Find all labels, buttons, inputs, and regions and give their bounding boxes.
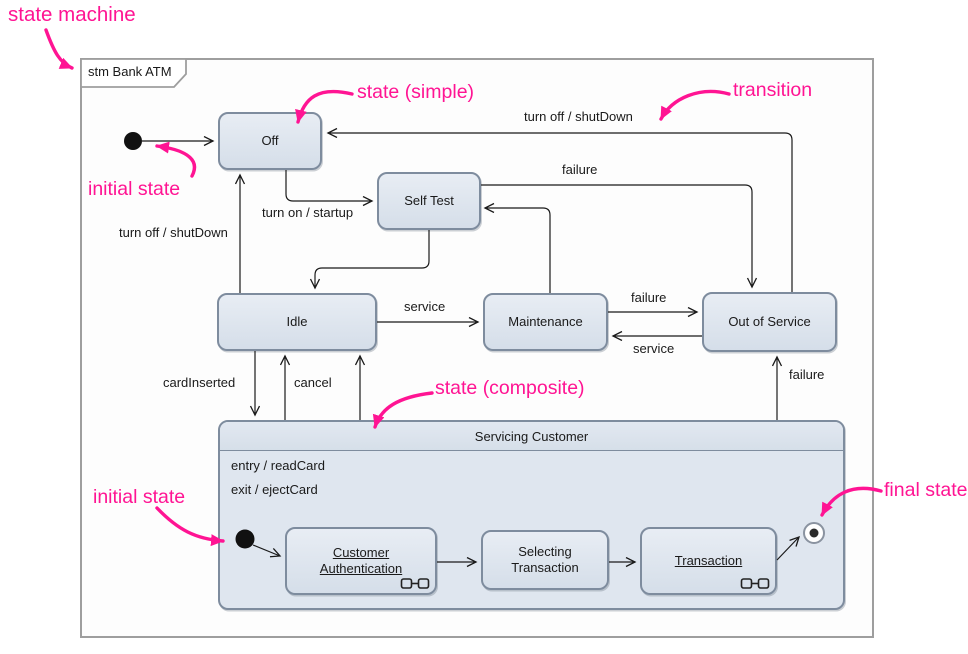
exit-action: exit / ejectCard [231,482,318,497]
annotation-state-composite: state (composite) [435,377,585,399]
state-out-of-service: Out of Service [702,292,837,352]
transition-label-failure-servicing: failure [789,367,825,382]
state-self-test-label: Self Test [404,192,454,208]
annotation-initial-state-inner: initial state [93,486,186,508]
state-selecting-transaction-label: Selecting Transaction [511,543,579,575]
submachine-icon [400,578,430,589]
state-idle-label: Idle [286,313,308,329]
transition-label-cancel: cancel [294,375,332,390]
state-out-of-service-label: Out of Service [728,313,811,329]
transition-label-turn-off-top: turn off / shutDown [524,109,633,124]
composite-title-bar: Servicing Customer [220,422,843,451]
state-servicing-customer: Servicing Customer entry / readCard exit… [218,420,845,610]
annotation-state-machine: state machine [8,3,136,26]
state-transaction: Transaction [640,527,777,595]
state-servicing-customer-label: Servicing Customer [474,428,589,444]
annotation-final-state: final state [884,479,968,501]
state-transaction-label: Transaction [674,552,743,568]
transition-label-service-idle: service [404,299,446,314]
annotation-transition: transition [733,79,813,101]
transition-label-card-inserted: cardInserted [163,375,236,390]
transition-label-turn-off-left: turn off / shutDown [119,225,228,240]
state-customer-authentication-label: Customer Authentication [319,544,403,576]
state-off: Off [218,112,322,170]
annotation-state-simple: state (simple) [357,81,475,103]
transition-label-failure-top: failure [562,162,598,177]
state-selecting-transaction: Selecting Transaction [481,530,609,590]
state-self-test: Self Test [377,172,481,230]
state-customer-authentication: Customer Authentication [285,527,437,595]
state-off-label: Off [261,132,279,148]
state-idle: Idle [217,293,377,351]
frame-title: stm Bank ATM [88,64,172,79]
state-maintenance: Maintenance [483,293,608,351]
submachine-icon [740,578,770,589]
annotation-initial-state-top: initial state [88,178,181,200]
state-maintenance-label: Maintenance [508,313,583,329]
entry-action: entry / readCard [231,458,325,473]
transition-label-failure-maintenance: failure [631,290,667,305]
transition-label-turn-on: turn on / startup [262,205,354,220]
transition-label-service-oos: service [633,341,675,356]
state-machine-pointer-arrow [44,28,74,70]
